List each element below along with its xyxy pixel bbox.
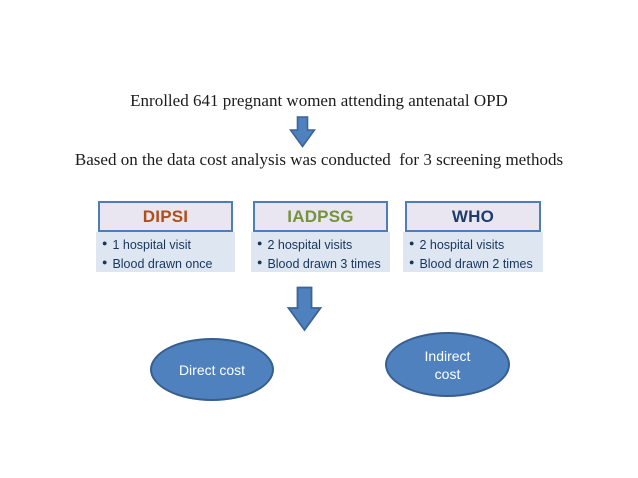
method-body-iadpsg: ● 2 hospital visits ● Blood drawn 3 times	[251, 232, 390, 272]
method-body-dipsi: ● 1 hospital visit ● Blood drawn once	[96, 232, 235, 272]
direct-cost-ellipse: Direct cost	[150, 338, 274, 401]
direct-cost-label: Direct cost	[178, 361, 246, 378]
method-box-who: WHO ● 2 hospital visits ● Blood drawn 2 ti…	[403, 201, 543, 272]
method-header-dipsi: DIPSI	[98, 201, 233, 232]
down-arrow-icon	[287, 286, 322, 332]
bullet-item: ● Blood drawn once	[102, 254, 231, 273]
cost-analysis-subtitle: Based on the data cost analysis was cond…	[74, 150, 564, 169]
bullet-text: Blood drawn 3 times	[267, 257, 381, 271]
method-box-iadpsg: IADPSG ● 2 hospital visits ● Blood drawn 3…	[251, 201, 390, 272]
indirect-cost-ellipse: Indirect cost	[385, 332, 510, 397]
indirect-cost-label: Indirect cost	[424, 347, 471, 382]
bullet-dot-icon: ●	[409, 257, 415, 267]
down-arrow-shape	[287, 286, 322, 332]
bullet-text: 1 hospital visit	[112, 238, 191, 252]
bullet-dot-icon: ●	[257, 238, 263, 248]
bullet-item: ● Blood drawn 3 times	[257, 254, 386, 273]
method-box-dipsi: DIPSI ● 1 hospital visit ● Blood drawn onc…	[96, 201, 235, 272]
bullet-text: Blood drawn 2 times	[419, 257, 533, 271]
method-header-iadpsg: IADPSG	[253, 201, 388, 232]
bullet-item: ● 2 hospital visits	[409, 235, 539, 254]
method-header-who: WHO	[405, 201, 541, 232]
down-arrow-icon	[289, 116, 316, 148]
bullet-item: ● Blood drawn 2 times	[409, 254, 539, 273]
bullet-dot-icon: ●	[409, 238, 415, 248]
method-body-who: ● 2 hospital visits ● Blood drawn 2 times	[403, 232, 543, 272]
bullet-text: 2 hospital visits	[267, 238, 353, 252]
bullet-text: Blood drawn once	[112, 257, 213, 271]
bullet-item: ● 2 hospital visits	[257, 235, 386, 254]
bullet-item: ● 1 hospital visit	[102, 235, 231, 254]
down-arrow-shape	[289, 116, 316, 148]
enrollment-title: Enrolled 641 pregnant women attending an…	[130, 91, 508, 110]
bullet-dot-icon: ●	[102, 238, 108, 248]
bullet-text: 2 hospital visits	[419, 238, 505, 252]
bullet-dot-icon: ●	[102, 257, 108, 267]
bullet-dot-icon: ●	[257, 257, 263, 267]
